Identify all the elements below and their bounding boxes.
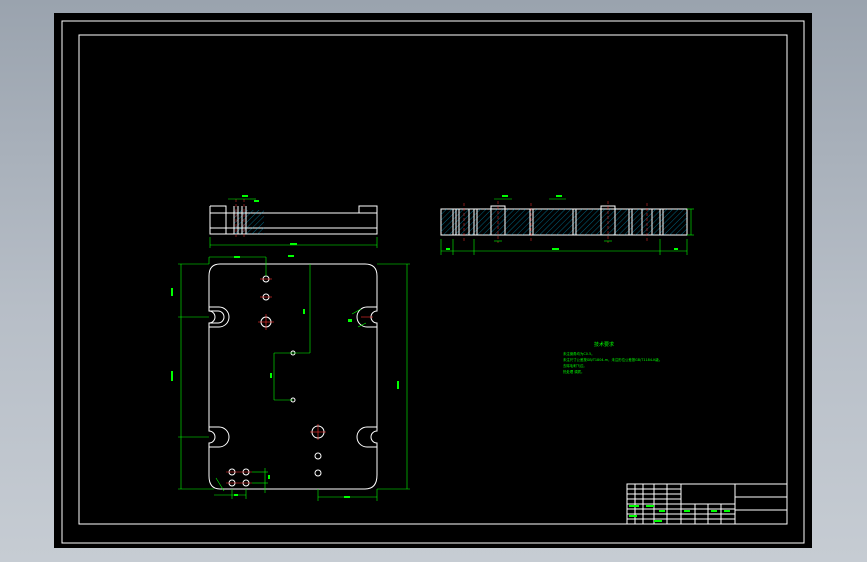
note-line-1: 未注倒角均为C0.5。 (563, 351, 595, 356)
cad-drawing: 技术要求 未注倒角均为C0.5。 未注尺寸公差按GB/T1804-m，未注形位公… (61, 20, 805, 544)
notes-title: 技术要求 (594, 341, 614, 348)
plan-view (171, 255, 410, 501)
inner-border (78, 34, 788, 525)
note-line-4: 热处理 调质。 (563, 369, 584, 374)
drawing-sheet: 技术要求 未注倒角均为C0.5。 未注尺寸公差按GB/T1804-m，未注形位公… (54, 13, 812, 548)
section-view (440, 195, 694, 255)
outer-border (61, 20, 805, 544)
note-line-2: 未注尺寸公差按GB/T1804-m，未注形位公差按GB/T1184-K级。 (563, 357, 662, 362)
note-line-3: 去除毛刺飞边。 (563, 363, 587, 368)
title-block (626, 483, 788, 525)
front-view (209, 195, 378, 248)
technical-notes: 技术要求 未注倒角均为C0.5。 未注尺寸公差按GB/T1804-m，未注形位公… (563, 341, 662, 374)
